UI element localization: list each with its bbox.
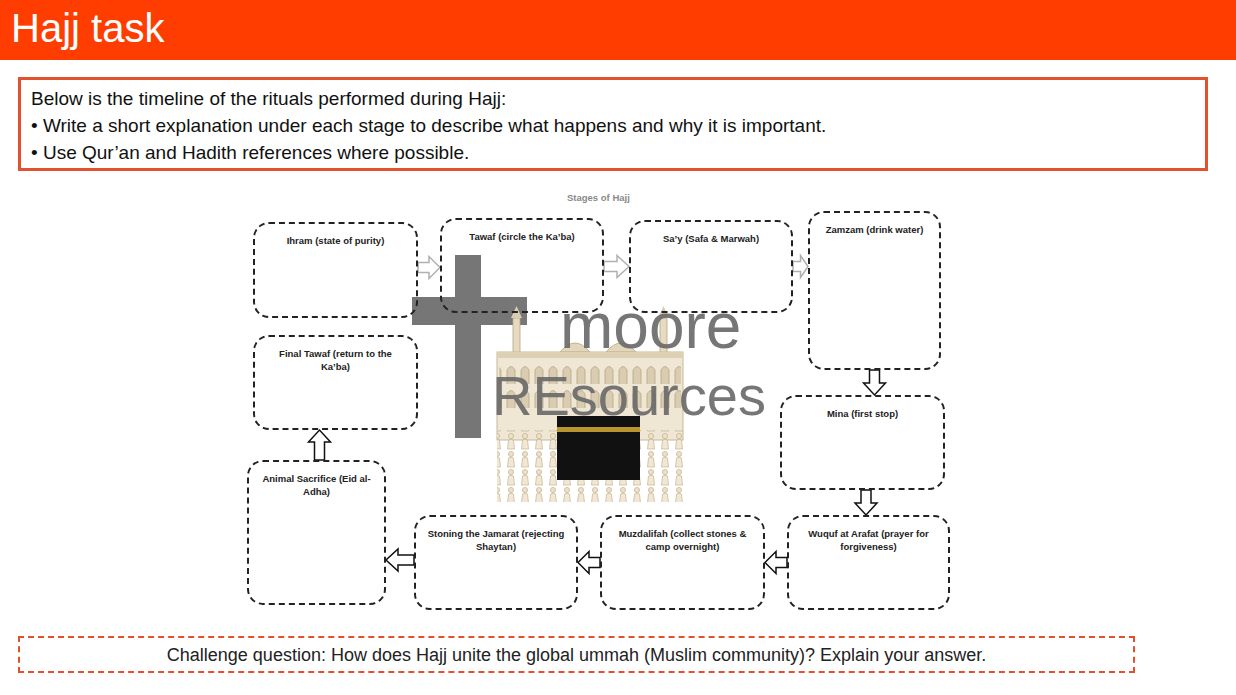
stage-box: Stoning the Jamarat (rejecting Shaytan)	[414, 515, 578, 610]
block-arrow	[418, 257, 440, 279]
stage-box: Final Tawaf (return to the Ka’ba)	[253, 335, 418, 430]
stage-box: Mina (first stop)	[780, 395, 945, 490]
kaaba-band	[557, 427, 640, 432]
cross-vertical	[455, 255, 481, 438]
box-text: Mina (first stop)	[792, 407, 933, 420]
box-text: Below is the timeline of the rituals per…	[31, 85, 1195, 112]
header-bar	[0, 0, 1236, 60]
block-arrow	[793, 256, 808, 278]
cross-horizontal	[412, 297, 527, 325]
block-arrow	[386, 549, 414, 571]
box-text: • Use Qur’an and Hadith references where…	[31, 139, 1195, 166]
block-arrow	[578, 552, 600, 574]
challenge-box: Challenge question: How does Hajj unite …	[18, 636, 1135, 673]
box-text: Tawaf (circle the Ka’ba)	[452, 230, 592, 243]
page-title: Hajj task	[11, 4, 164, 52]
minaret	[513, 318, 520, 354]
box-text: • Write a short explanation under each s…	[31, 112, 1195, 139]
stage-box: Animal Sacrifice (Eid al-Adha)	[247, 460, 386, 605]
box-text: Zamzam (drink water)	[820, 223, 929, 236]
block-arrow	[765, 552, 787, 574]
stage-box: Ihram (state of purity)	[253, 222, 418, 318]
box-text: Challenge question: How does Hajj unite …	[30, 644, 1123, 666]
box-text: Muzdalifah (collect stones & camp overni…	[612, 527, 753, 553]
block-arrow	[855, 490, 877, 515]
box-text: Animal Sacrifice (Eid al-Adha)	[259, 472, 374, 498]
diagram-heading: Stages of Hajj	[567, 193, 630, 203]
box-text: Sa’y (Safa & Marwah)	[641, 232, 781, 245]
block-arrow	[604, 256, 629, 278]
watermark: REsources	[492, 368, 766, 424]
box-text: Final Tawaf (return to the Ka’ba)	[265, 347, 406, 373]
box-text: Wuquf at Arafat (prayer for forgiveness)	[799, 527, 938, 553]
block-arrow	[864, 370, 886, 395]
stage-box: Wuquf at Arafat (prayer for forgiveness)	[787, 515, 950, 610]
stage-box: Zamzam (drink water)	[808, 211, 941, 370]
kaaba-cube	[557, 416, 640, 480]
watermark: moore	[560, 294, 741, 358]
box-text: Stoning the Jamarat (rejecting Shaytan)	[426, 527, 566, 553]
instruction-box: Below is the timeline of the rituals per…	[18, 77, 1208, 171]
stage-box: Muzdalifah (collect stones & camp overni…	[600, 515, 765, 610]
block-arrow	[309, 430, 331, 460]
box-text: Ihram (state of purity)	[265, 234, 406, 247]
